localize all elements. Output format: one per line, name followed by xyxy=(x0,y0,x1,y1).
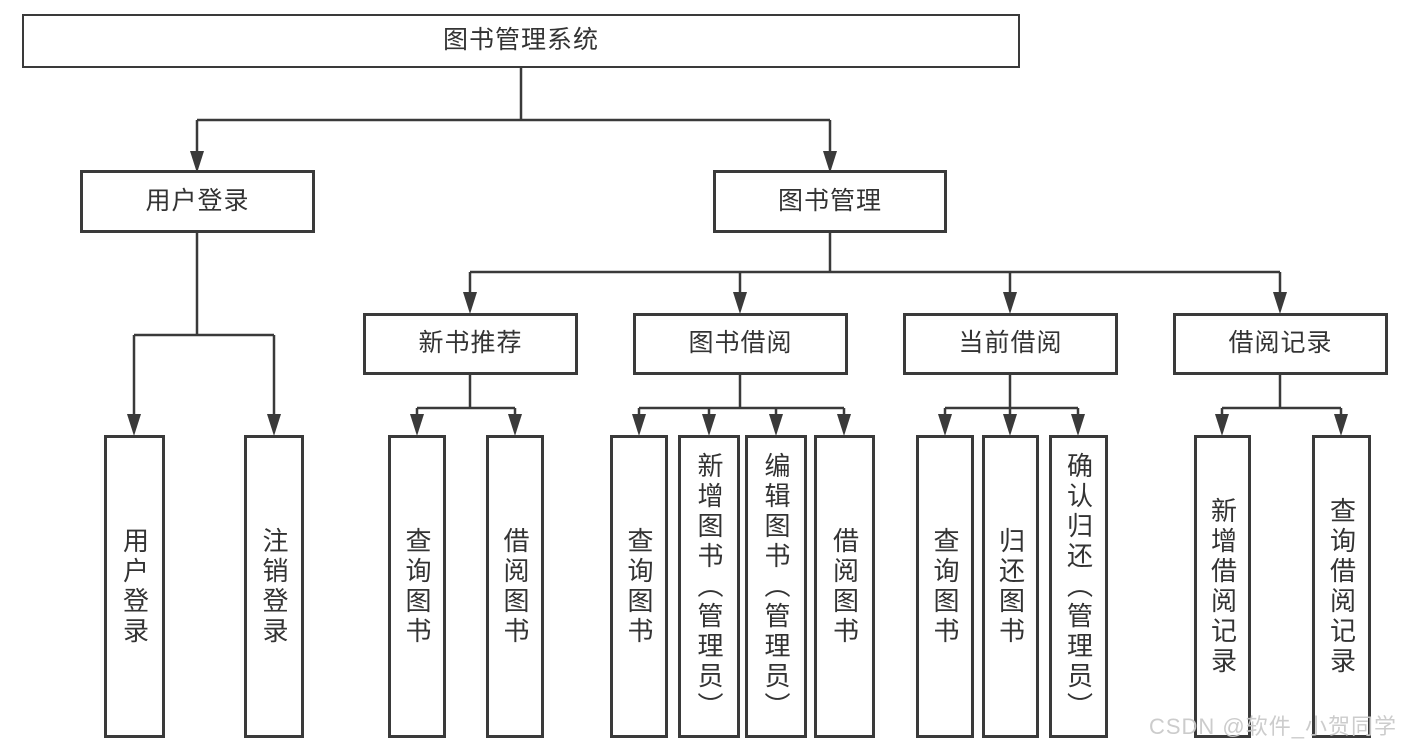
node-book-borrowing: 图书借阅 xyxy=(633,313,848,375)
leaf-add-books-admin: 新增图书（管理员） xyxy=(678,435,740,738)
leaf-user-login: 用户登录 xyxy=(104,435,165,738)
node-borrowing-records: 借阅记录 xyxy=(1173,313,1388,375)
node-book-management-module: 图书管理 xyxy=(713,170,947,233)
leaf-query-books-current: 查询图书 xyxy=(916,435,974,738)
leaf-query-books-borrowing: 查询图书 xyxy=(610,435,668,738)
leaf-return-books: 归还图书 xyxy=(982,435,1039,738)
leaf-borrow-books-recommend: 借阅图书 xyxy=(486,435,544,738)
leaf-query-books-recommend: 查询图书 xyxy=(388,435,446,738)
node-user-login-module: 用户登录 xyxy=(80,170,315,233)
node-current-borrowing: 当前借阅 xyxy=(903,313,1118,375)
leaf-edit-books-admin: 编辑图书（管理员） xyxy=(745,435,807,738)
csdn-watermark: CSDN @软件_小贺同学 xyxy=(1148,714,1397,739)
leaf-confirm-return-admin: 确认归还（管理员） xyxy=(1049,435,1108,738)
leaf-logout: 注销登录 xyxy=(244,435,304,738)
node-root-library-system: 图书管理系统 xyxy=(22,14,1020,68)
node-new-book-recommend: 新书推荐 xyxy=(363,313,578,375)
leaf-add-borrow-record: 新增借阅记录 xyxy=(1194,435,1251,738)
leaf-query-borrow-record: 查询借阅记录 xyxy=(1312,435,1371,738)
leaf-borrow-books-borrowing: 借阅图书 xyxy=(814,435,875,738)
